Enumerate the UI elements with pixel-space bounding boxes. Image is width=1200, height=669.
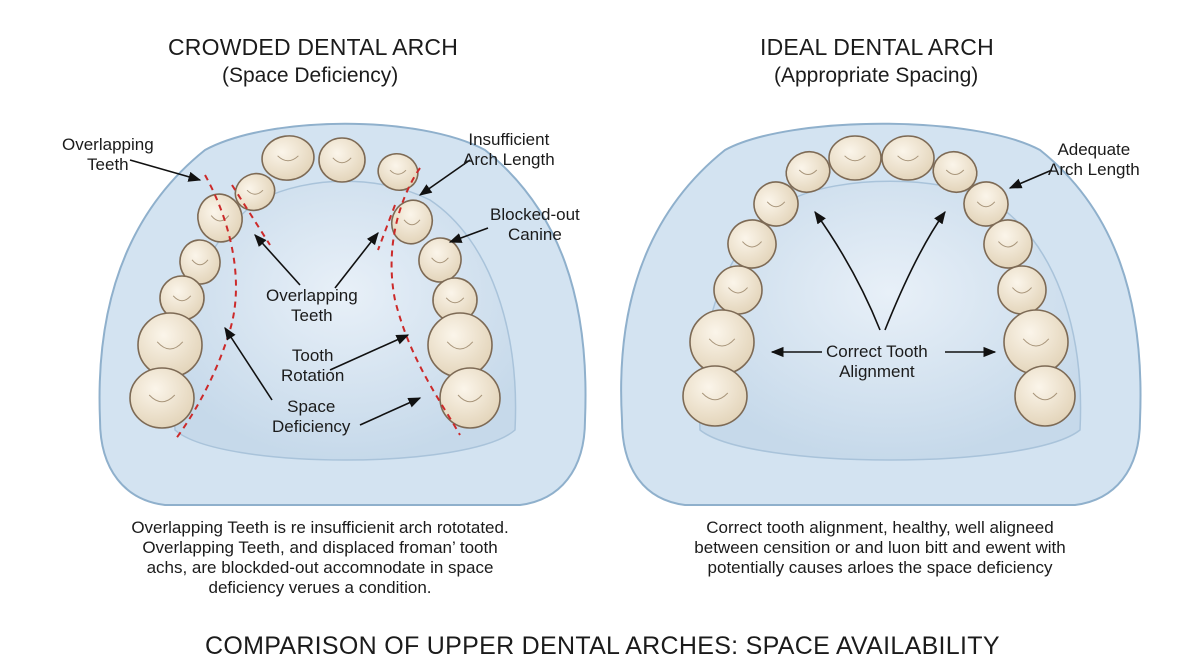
left-tooth-1-fissure [277,155,299,162]
right-tooth-11 [689,309,755,375]
left-tooth-11-fissure [156,341,184,350]
right-tooth-9-fissure [728,287,748,294]
right-tooth-4-fissure [945,169,965,175]
right-tooth-7 [727,219,777,269]
right-description: Correct tooth alignment, healthy, well a… [694,518,1066,577]
left-tooth-6-fissure [210,215,230,222]
right-subtitle: (Appropriate Spacing) [774,64,979,87]
label-overlapping-teeth-inner: Overlapping Teeth [266,286,358,325]
left-tooth-9-fissure [172,295,192,302]
left-tooth-4-fissure [246,189,264,195]
right-tooth-9 [713,265,763,315]
left-tooth-2-fissure [332,157,352,164]
right-tooth-2 [881,135,935,181]
label-adequate-arch-length: Adequate Arch Length [1048,140,1140,179]
left-tooth-14-fissure [457,394,483,403]
label-overlapping-teeth-outer: Overlapping Teeth [62,135,154,174]
right-tooth-8 [983,219,1033,269]
left-tooth-2 [318,137,366,183]
right-title: IDEAL DENTAL ARCH [760,34,994,60]
left-tooth-4 [234,172,276,212]
left-tooth-6 [197,193,243,243]
left-tooth-1 [261,135,315,181]
left-subtitle: (Space Deficiency) [222,64,399,87]
left-tooth-12 [427,312,493,378]
left-tooth-12-fissure [446,341,474,350]
right-tooth-7-fissure [742,241,762,248]
right-tooth-2-fissure [897,155,919,162]
right-tooth-14 [1014,365,1076,427]
left-tooth-14 [439,367,501,429]
right-tooth-1-fissure [844,155,866,162]
left-tooth-8 [418,237,462,283]
label-blocked-out-canine: Blocked-out Canine [490,205,580,244]
right-tooth-12-fissure [1022,338,1050,347]
right-arrows [770,169,1053,358]
crowded-arch [98,122,587,506]
left-tooth-13-fissure [148,394,176,403]
right-tooth-8-fissure [998,241,1018,248]
right-tooth-14-fissure [1032,392,1058,401]
left-tooth-13 [129,367,195,429]
right-tooth-10 [997,265,1047,315]
right-tooth-13-fissure [701,392,729,401]
left-tooth-5 [390,199,434,245]
left-description: Overlapping Teeth is re insufficienit ar… [131,518,509,597]
left-tooth-7 [179,239,221,285]
label-insufficient-arch-length: Insufficient Arch Length [463,130,555,169]
right-tooth-5 [753,181,799,227]
right-tooth-10-fissure [1012,287,1032,294]
left-tooth-10-fissure [445,297,465,304]
right-tooth-3 [785,150,831,194]
right-tooth-1 [828,135,882,181]
right-tooth-11-fissure [708,338,736,347]
left-tooth-8-fissure [431,257,449,264]
right-tooth-13 [682,365,748,427]
footer-title: COMPARISON OF UPPER DENTAL ARCHES: SPACE… [205,632,1000,660]
right-tooth-6-fissure [976,201,996,208]
right-tooth-6 [963,181,1009,227]
right-tooth-3-fissure [798,169,818,175]
left-title: CROWDED DENTAL ARCH [168,34,459,60]
left-tooth-5-fissure [403,219,421,226]
left-tooth-11 [137,312,203,378]
left-arrows [129,159,489,426]
right-tooth-12 [1003,309,1069,375]
label-tooth-rotation: Tooth Rotation [281,346,345,385]
label-space-deficiency: Space Deficiency [272,397,351,436]
right-tooth-4 [932,150,978,194]
left-tooth-3-fissure [389,169,407,175]
left-tooth-3 [377,152,419,192]
right-tooth-5-fissure [766,201,786,208]
ideal-arch [620,122,1142,506]
left-tooth-7-fissure [191,259,209,266]
label-correct-tooth-alignment: Correct Tooth Alignment [826,342,928,381]
